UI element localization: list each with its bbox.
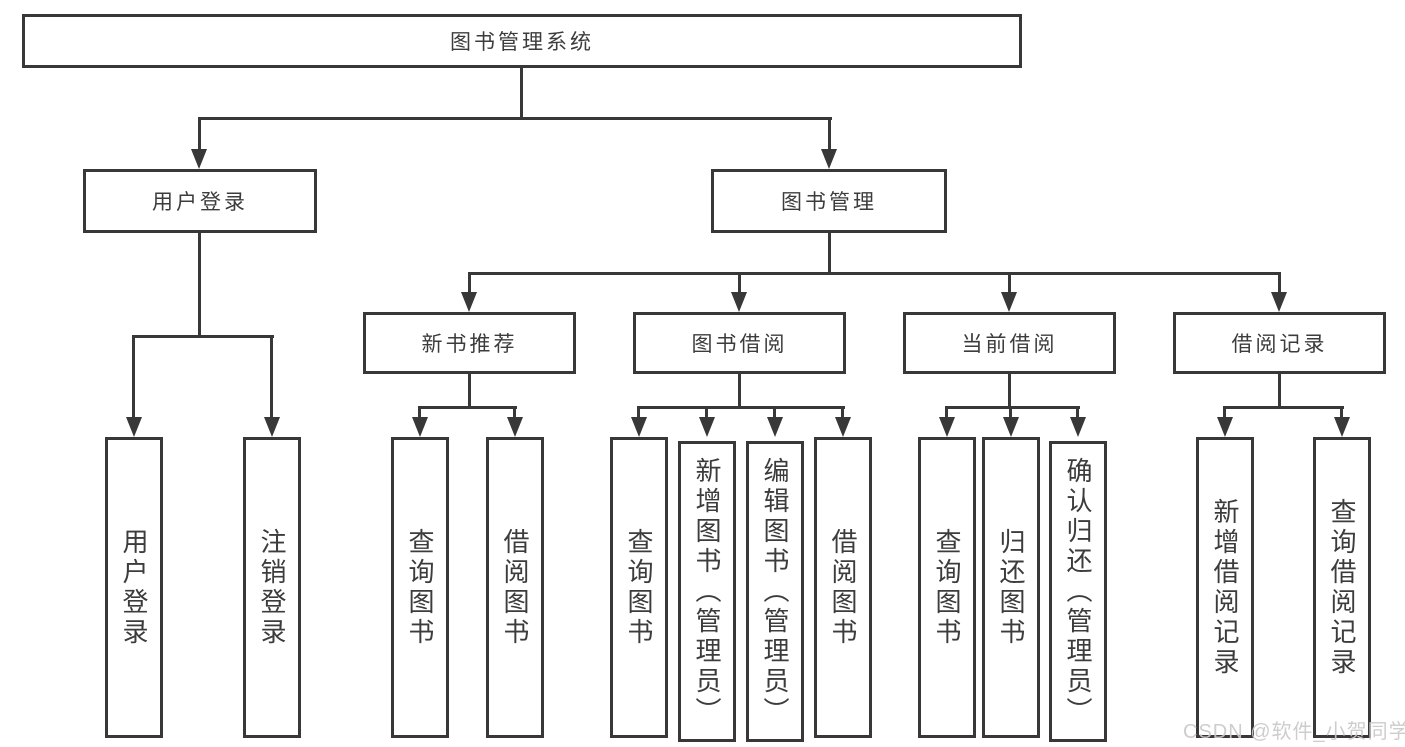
connector-stem — [773, 406, 776, 419]
node-label: 归还图书 — [996, 527, 1026, 648]
connector-stem — [828, 117, 831, 151]
node-label: 查询图书 — [624, 527, 654, 648]
arrow-down-icon — [1334, 417, 1350, 437]
connector-rail — [468, 272, 1281, 275]
leaf-add-books-admin: 新增图书（管理员） — [678, 441, 736, 742]
connector-stem — [1223, 406, 1226, 419]
leaf-confirm-return-admin: 确认归还（管理员） — [1049, 441, 1107, 742]
node-book-borrow: 图书借阅 — [633, 312, 846, 374]
node-user-login: 用户登录 — [83, 169, 317, 233]
node-book-management-system: 图书管理系统 — [22, 14, 1022, 68]
connector-stem — [637, 406, 640, 419]
arrow-down-icon — [835, 417, 851, 437]
node-label: 借阅记录 — [1231, 333, 1328, 356]
leaf-borrow-books: 借阅图书 — [814, 437, 872, 738]
connector-stem — [1008, 374, 1011, 409]
node-current-borrow: 当前借阅 — [903, 312, 1116, 374]
connector-stem — [828, 233, 831, 274]
node-new-book-recommend: 新书推荐 — [363, 312, 576, 374]
arrow-down-icon — [821, 149, 837, 169]
connector-stem — [738, 374, 741, 409]
node-label: 新增图书（管理员） — [692, 456, 722, 727]
connector-stem — [1278, 374, 1281, 409]
arrow-down-icon — [699, 417, 715, 437]
connector-rail — [945, 406, 1080, 409]
connector-stem — [513, 406, 516, 419]
connector-stem — [945, 406, 948, 419]
leaf-query-borrow-record: 查询借阅记录 — [1313, 437, 1371, 738]
arrow-down-icon — [767, 417, 783, 437]
node-label: 借阅图书 — [500, 527, 530, 648]
connector-stem — [198, 232, 201, 338]
arrow-down-icon — [507, 417, 523, 437]
arrow-down-icon — [191, 149, 207, 169]
connector-stem — [1008, 272, 1011, 294]
node-label: 用户登录 — [152, 191, 248, 214]
node-label: 借阅图书 — [828, 527, 858, 648]
arrow-down-icon — [412, 417, 428, 437]
node-label: 新增借阅记录 — [1210, 497, 1240, 678]
node-borrow-records: 借阅记录 — [1173, 312, 1386, 374]
leaf-edit-books-admin: 编辑图书（管理员） — [746, 441, 804, 742]
connector-stem — [468, 272, 471, 294]
node-label: 新书推荐 — [421, 333, 518, 356]
arrow-down-icon — [1001, 292, 1017, 312]
node-label: 查询图书 — [405, 527, 435, 648]
connector-stem — [1278, 272, 1281, 294]
arrow-down-icon — [631, 417, 647, 437]
connector-rail — [1223, 406, 1344, 409]
arrow-down-icon — [461, 292, 477, 312]
leaf-borrow-books-recommend: 借阅图书 — [486, 437, 544, 738]
connector-rail — [132, 335, 274, 338]
node-label: 当前借阅 — [961, 333, 1058, 356]
node-label: 用户登录 — [119, 527, 149, 648]
node-label: 确认归还（管理员） — [1063, 456, 1093, 727]
connector-stem — [198, 117, 201, 151]
connector-stem — [270, 335, 273, 419]
leaf-user-login: 用户登录 — [105, 437, 163, 738]
connector-stem — [418, 406, 421, 419]
connector-rail — [418, 406, 517, 409]
node-label: 图书管理 — [781, 191, 877, 214]
node-label: 图书借阅 — [691, 333, 788, 356]
arrow-down-icon — [126, 417, 142, 437]
connector-root-stem — [520, 68, 523, 118]
connector-stem — [132, 335, 135, 419]
connector-stem — [738, 272, 741, 294]
connector-root-rail — [198, 117, 832, 120]
leaf-query-books-recommend: 查询图书 — [391, 437, 449, 738]
connector-stem — [841, 406, 844, 419]
connector-stem — [1009, 406, 1012, 419]
leaf-query-books-borrow: 查询图书 — [610, 437, 668, 738]
arrow-down-icon — [1271, 292, 1287, 312]
leaf-return-books: 归还图书 — [982, 437, 1040, 738]
leaf-logout: 注销登录 — [243, 437, 301, 738]
connector-rail — [637, 406, 845, 409]
node-label: 查询图书 — [932, 527, 962, 648]
arrow-down-icon — [731, 292, 747, 312]
arrow-down-icon — [1003, 417, 1019, 437]
arrow-down-icon — [1217, 417, 1233, 437]
node-label: 图书管理系统 — [450, 31, 594, 54]
csdn-watermark: CSDN @软件_小贺同学 — [1183, 721, 1405, 743]
arrow-down-icon — [264, 417, 280, 437]
node-book-management: 图书管理 — [711, 169, 947, 233]
node-label: 查询借阅记录 — [1327, 497, 1357, 678]
connector-stem — [468, 374, 471, 409]
arrow-down-icon — [939, 417, 955, 437]
connector-stem — [705, 406, 708, 419]
leaf-add-borrow-record: 新增借阅记录 — [1196, 437, 1254, 738]
connector-stem — [1076, 406, 1079, 419]
leaf-query-books-current: 查询图书 — [918, 437, 976, 738]
arrow-down-icon — [1070, 417, 1086, 437]
node-label: 编辑图书（管理员） — [760, 456, 790, 727]
connector-stem — [1340, 406, 1343, 419]
node-label: 注销登录 — [257, 527, 287, 648]
